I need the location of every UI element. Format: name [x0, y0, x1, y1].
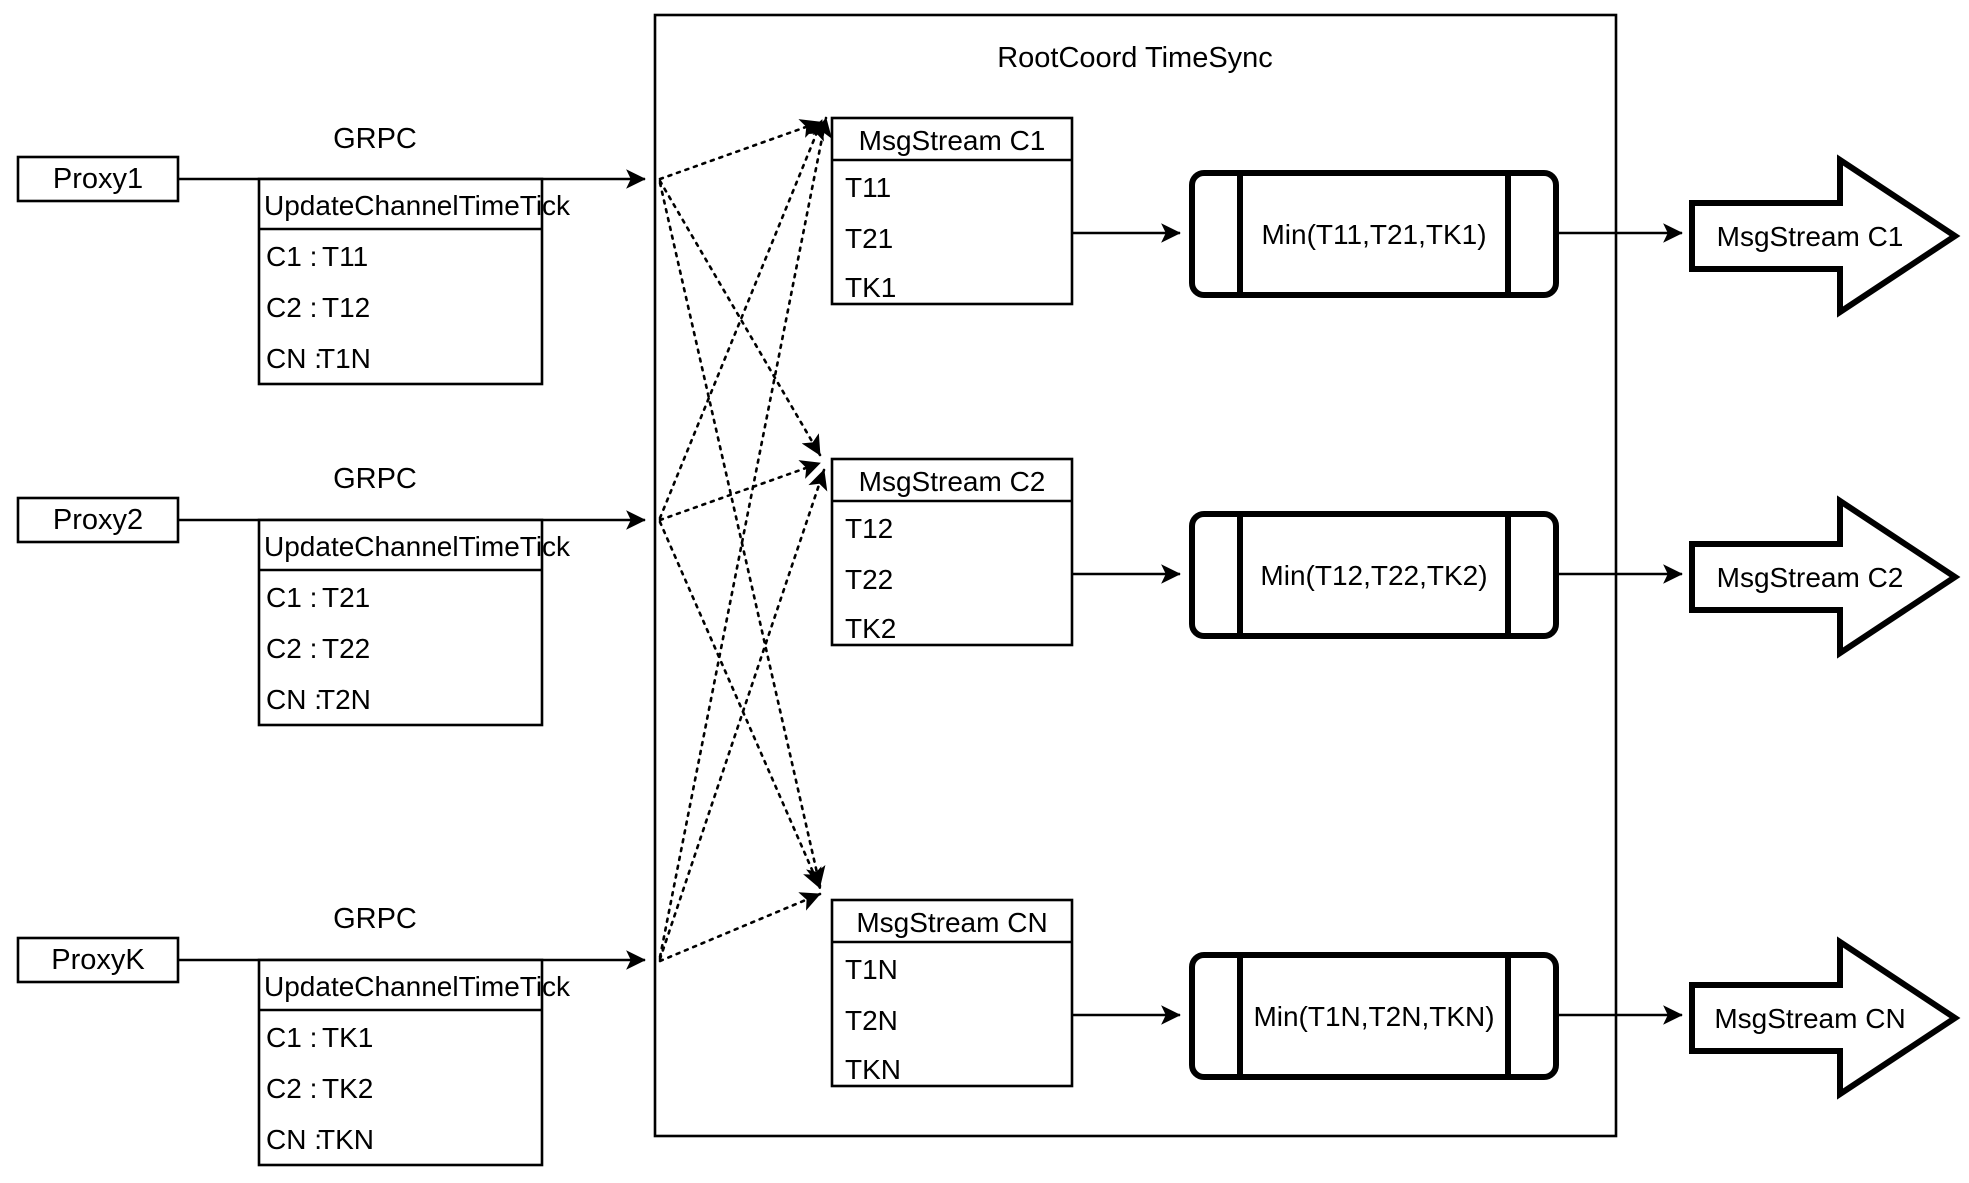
- msgstream-box-2-rect: [830, 898, 1074, 1088]
- min-process-1: Min(T12,T22,TK2): [1189, 511, 1559, 639]
- output-arrow-2: MsgStream CN: [1689, 936, 1961, 1100]
- timetick-card-2-row-1-time: TK2: [322, 1073, 373, 1104]
- timetick-card-0-row-2-channel: CN :: [266, 343, 322, 374]
- timetick-card-2-row-0-channel: C1 :: [266, 1022, 317, 1053]
- msgstream-box-1-rect: [830, 457, 1074, 647]
- timetick-card-1-row-2-time: T2N: [318, 684, 371, 715]
- msgstream-box-2: MsgStream CN T1N T2N TKN: [830, 898, 1074, 1088]
- timetick-card-1-row-2-channel: CN :: [266, 684, 322, 715]
- timetick-card-0: UpdateChannelTimeTick C1 : T11 C2 : T12 …: [257, 177, 571, 386]
- output-arrow-1: MsgStream C2: [1689, 495, 1961, 659]
- channel-pipeline-0: MsgStream C1 T11 T21 TK1 Min(T11,T21,TK1…: [830, 116, 1961, 318]
- fanout-edge-p2-c2: [658, 892, 822, 963]
- fanout-edge-p1-c2: [658, 520, 822, 890]
- grpc-label-0: GRPC: [333, 123, 417, 155]
- proxy-box-0-rect: [16, 155, 180, 203]
- rootcoord-timesync-container: RootCoord TimeSync: [653, 13, 1618, 1138]
- proxy-box-2-label: ProxyK: [51, 944, 145, 976]
- timetick-card-2-row-2-channel: CN :: [266, 1124, 322, 1155]
- fanout-edge-p1-c0: [658, 118, 824, 520]
- msgstream-box-0-entry-2: TK1: [845, 272, 896, 303]
- timetick-card-1-row-1-time: T22: [322, 633, 370, 664]
- msgstream-box-2-title: MsgStream CN: [856, 907, 1047, 938]
- timetick-card-0-row-0-time: T11: [322, 241, 368, 272]
- channel-pipeline-1: MsgStream C2 T12 T22 TK2 Min(T12,T22,TK2…: [830, 457, 1961, 659]
- fanout-edge-p2-c0: [658, 116, 833, 959]
- timetick-card-1-rect: [257, 518, 544, 727]
- fanout-edge-p0-c0: [658, 119, 822, 181]
- msgstream-box-0-entry-1: T21: [845, 223, 893, 254]
- min-process-0-label: Min(T11,T21,TK1): [1261, 219, 1486, 250]
- timetick-card-1-row-0-channel: C1 :: [266, 582, 317, 613]
- msgstream-box-0-title: MsgStream C1: [859, 125, 1046, 156]
- timetick-card-1-row-0-time: T21: [322, 582, 370, 613]
- msgstream-box-0-entry-0: T11: [845, 172, 891, 203]
- proxy-group-2: ProxyK GRPC UpdateChannelTimeTick C1 : T…: [16, 903, 646, 1167]
- proxy-box-0[interactable]: Proxy1: [16, 155, 180, 203]
- msgstream-box-2-entry-0: T1N: [845, 954, 898, 985]
- timetick-card-0-row-0-channel: C1 :: [266, 241, 317, 272]
- fanout-edge-p0-c1: [658, 179, 822, 457]
- timetick-card-1-header: UpdateChannelTimeTick: [264, 531, 571, 562]
- min-process-2-label: Min(T1N,T2N,TKN): [1253, 1001, 1494, 1032]
- timetick-card-0-header: UpdateChannelTimeTick: [264, 190, 571, 221]
- timetick-card-0-rect: [257, 177, 544, 386]
- timetick-card-0-row-1-time: T12: [322, 292, 370, 323]
- msgstream-box-2-entry-1: T2N: [845, 1005, 898, 1036]
- timetick-card-2-rect: [257, 958, 544, 1167]
- msgstream-box-2-entry-2: TKN: [845, 1054, 901, 1085]
- msgstream-box-1-entry-0: T12: [845, 513, 893, 544]
- proxy-box-1-label: Proxy2: [53, 504, 143, 536]
- proxy-box-1[interactable]: Proxy2: [16, 496, 180, 544]
- msgstream-box-0-rect: [830, 116, 1074, 306]
- output-arrow-0-shape: [1689, 154, 1961, 318]
- msgstream-box-0: MsgStream C1 T11 T21 TK1: [830, 116, 1074, 306]
- proxy-box-2-rect: [16, 936, 180, 984]
- fanout-edge-p0-c2: [658, 181, 826, 888]
- timetick-card-2-header: UpdateChannelTimeTick: [264, 971, 571, 1002]
- proxy-box-0-label: Proxy1: [53, 163, 143, 195]
- output-arrow-0: MsgStream C1: [1689, 154, 1961, 318]
- min-process-0: Min(T11,T21,TK1): [1189, 170, 1559, 298]
- channel-pipeline-2: MsgStream CN T1N T2N TKN Min(T1N,T2N,TKN…: [830, 898, 1961, 1100]
- output-arrow-2-label: MsgStream CN: [1714, 1003, 1905, 1034]
- proxy-box-2[interactable]: ProxyK: [16, 936, 180, 984]
- msgstream-box-1: MsgStream C2 T12 T22 TK2: [830, 457, 1074, 647]
- min-process-1-label: Min(T12,T22,TK2): [1260, 560, 1487, 591]
- min-process-2: Min(T1N,T2N,TKN): [1189, 952, 1559, 1080]
- timetick-card-0-row-2-time: T1N: [318, 343, 371, 374]
- timetick-fanout-edges: [658, 116, 833, 963]
- timetick-card-2: UpdateChannelTimeTick C1 : TK1 C2 : TK2 …: [257, 958, 571, 1167]
- timetick-card-2-row-0-time: TK1: [322, 1022, 373, 1053]
- rootcoord-container-border: [653, 13, 1618, 1138]
- output-arrow-1-label: MsgStream C2: [1717, 562, 1904, 593]
- msgstream-box-1-entry-2: TK2: [845, 613, 896, 644]
- grpc-label-2: GRPC: [333, 903, 417, 935]
- timetick-card-1: UpdateChannelTimeTick C1 : T21 C2 : T22 …: [257, 518, 571, 727]
- output-arrow-0-label: MsgStream C1: [1717, 221, 1904, 252]
- msgstream-box-1-title: MsgStream C2: [859, 466, 1046, 497]
- timetick-card-2-row-1-channel: C2 :: [266, 1073, 317, 1104]
- timetick-card-1-row-1-channel: C2 :: [266, 633, 317, 664]
- proxy-group-0: Proxy1 GRPC UpdateChannelTimeTick C1 : T…: [16, 123, 646, 386]
- msgstream-box-1-entry-1: T22: [845, 564, 893, 595]
- output-arrow-1-shape: [1689, 495, 1961, 659]
- rootcoord-container-title: RootCoord TimeSync: [997, 42, 1273, 74]
- fanout-edge-p1-c1: [658, 460, 822, 522]
- proxy-group-1: Proxy2 GRPC UpdateChannelTimeTick C1 : T…: [16, 463, 646, 727]
- output-arrow-2-shape: [1689, 936, 1961, 1100]
- grpc-label-1: GRPC: [333, 463, 417, 495]
- timetick-card-2-row-2-time: TKN: [318, 1124, 374, 1155]
- timetick-card-0-row-1-channel: C2 :: [266, 292, 317, 323]
